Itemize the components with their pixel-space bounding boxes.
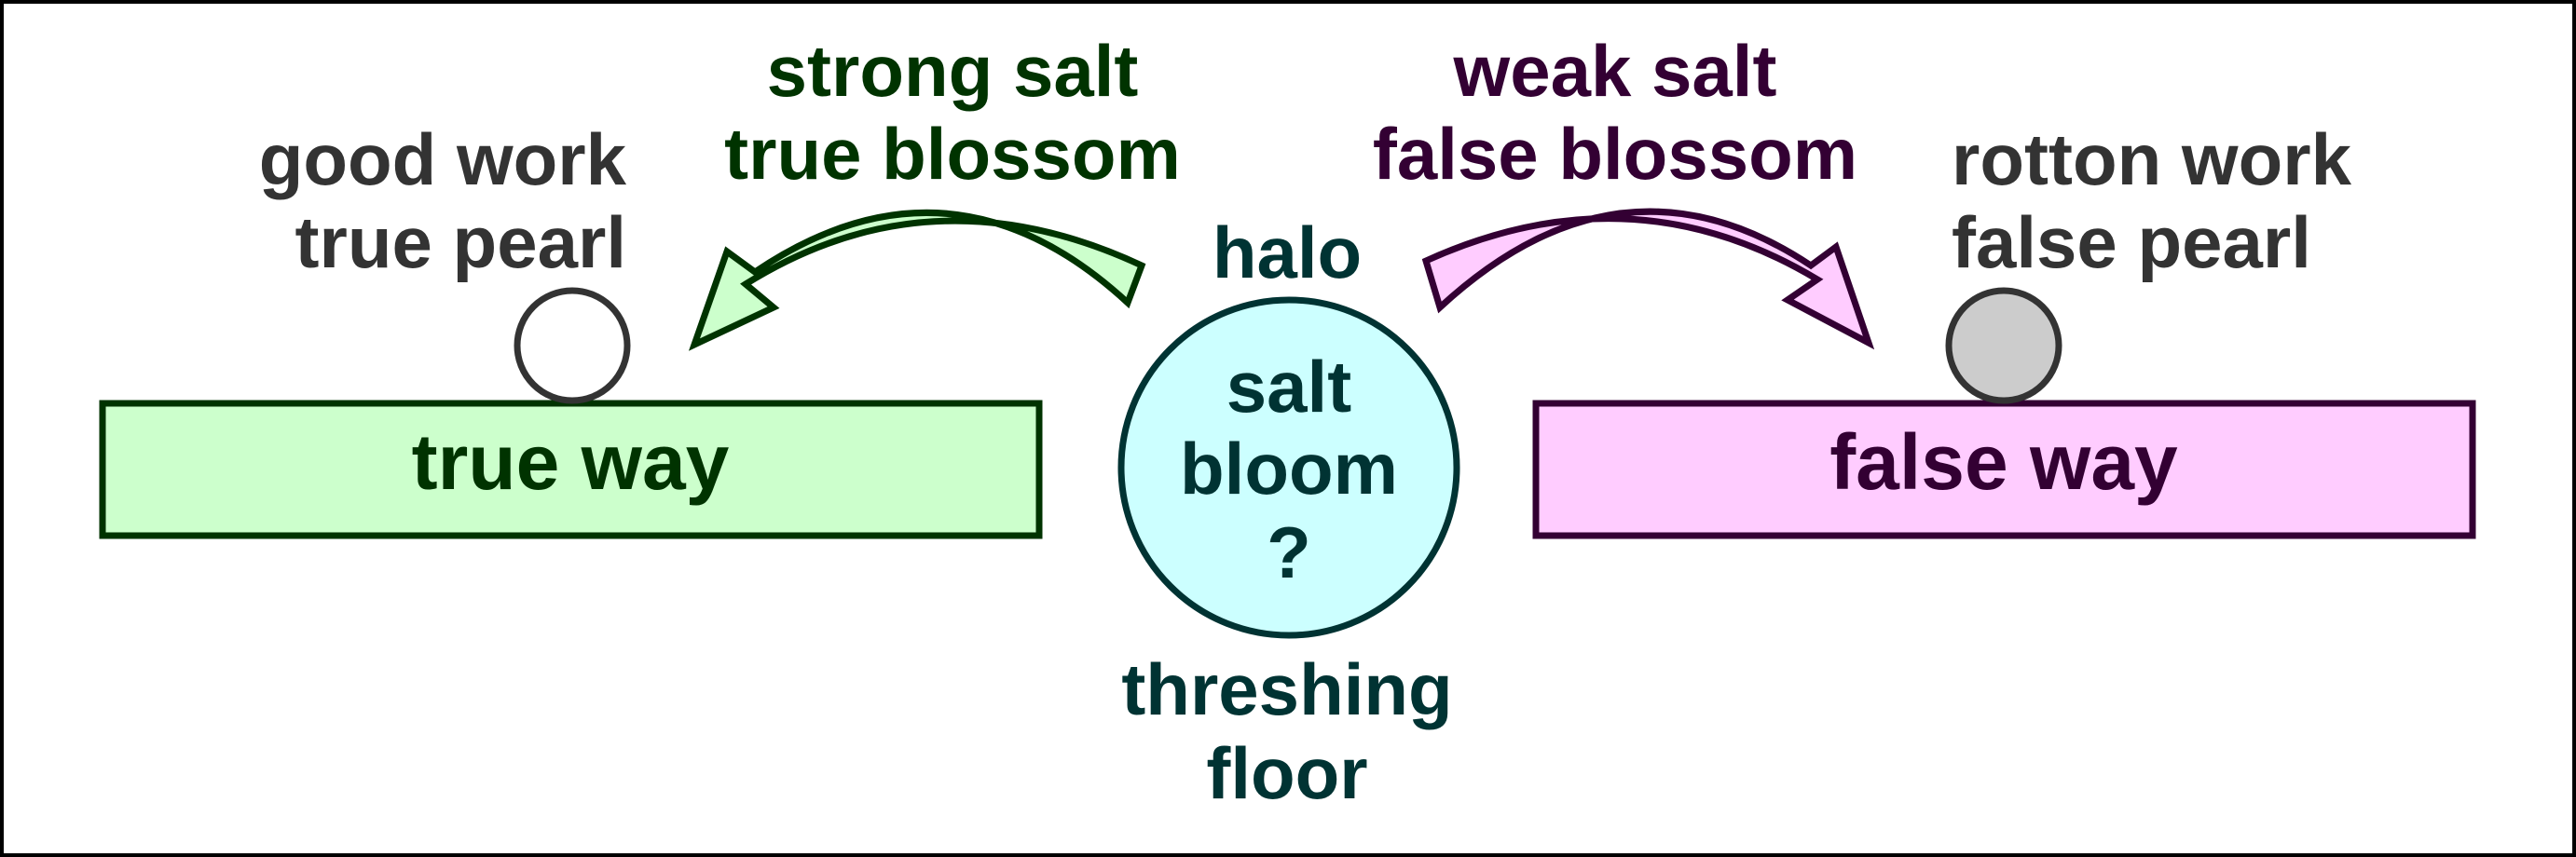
strong-salt-label: strong salt (767, 30, 1139, 112)
halo-label: halo (1213, 211, 1362, 293)
threshing-label: threshing (1121, 648, 1452, 730)
bloom-label: bloom (1180, 428, 1398, 510)
weak-salt-label: weak salt (1453, 30, 1777, 112)
false-blossom-label: false blossom (1373, 113, 1857, 195)
true-pearl-label: true pearl (295, 201, 626, 283)
true-way-label: true way (412, 418, 730, 506)
true-blossom-label: true blossom (724, 113, 1181, 195)
true-blossom-arrow (688, 209, 1146, 351)
good-work-label: good work (259, 118, 627, 200)
false-way-label: false way (1829, 418, 2178, 506)
false-blossom-arrow (1421, 208, 1875, 350)
question-mark-label: ? (1267, 511, 1311, 593)
salt-label: salt (1226, 346, 1351, 428)
rotton-work-label: rotton work (1952, 118, 2352, 200)
floor-label: floor (1206, 732, 1367, 814)
false-pearl-icon (1945, 287, 2062, 404)
true-pearl-icon (514, 287, 631, 404)
true-way-box (99, 400, 1043, 539)
false-pearl-label: false pearl (1952, 201, 2311, 283)
salt-bloom-circle (1117, 296, 1460, 639)
